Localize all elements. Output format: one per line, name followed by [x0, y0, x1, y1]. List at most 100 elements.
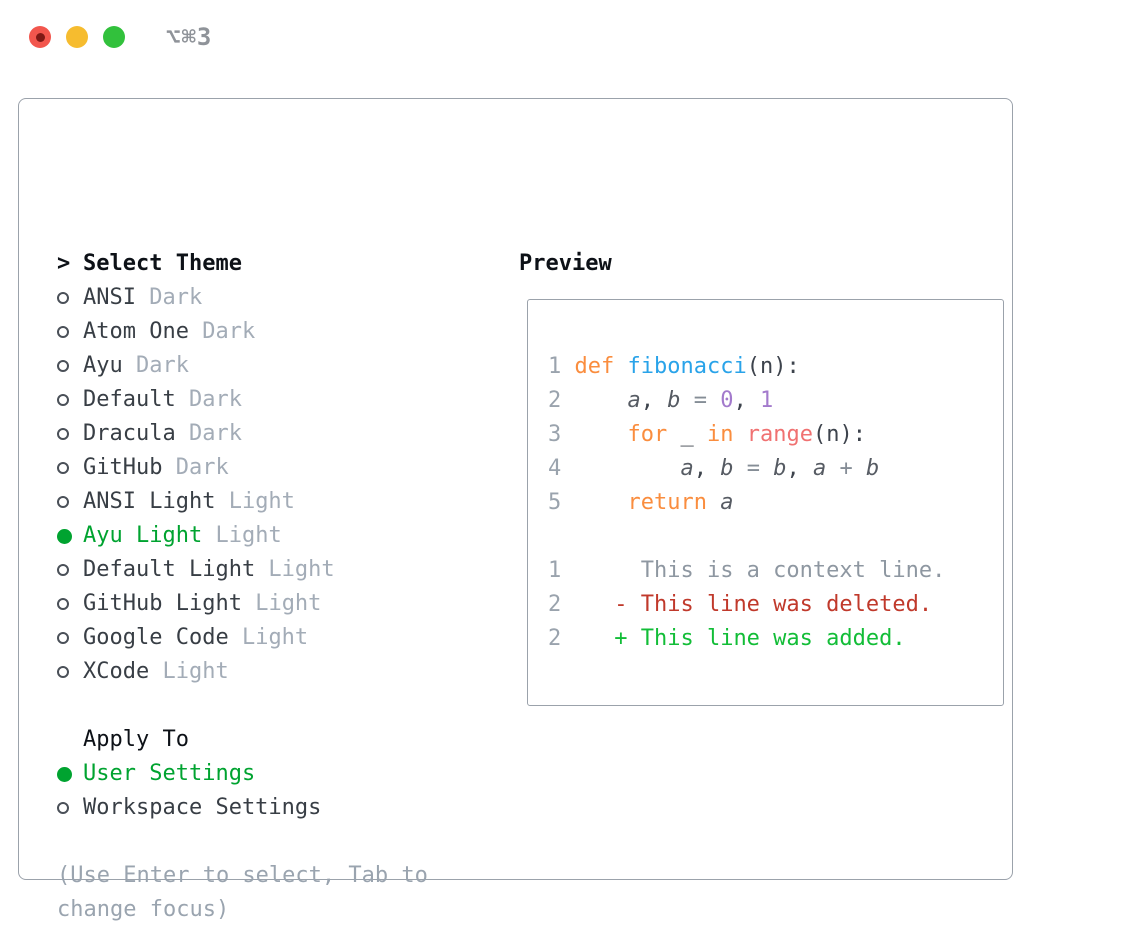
line-number: 2 — [548, 592, 575, 617]
radio-icon — [57, 666, 83, 678]
code-token: for — [627, 422, 668, 447]
code-token: b — [720, 456, 734, 481]
radio-icon — [57, 394, 83, 406]
code-token — [826, 456, 839, 481]
option-label: User Settings — [83, 761, 256, 786]
focus-caret-icon: > — [57, 251, 71, 276]
apply-option-user-settings[interactable]: User Settings — [57, 757, 428, 791]
code-token: a — [812, 456, 827, 481]
code-token: , — [786, 456, 813, 481]
option-label: Default — [83, 387, 176, 412]
line-number: 2 — [548, 388, 575, 413]
code-token: = — [693, 388, 707, 413]
code-line: 2 a, b = 0, 1 — [548, 384, 1003, 418]
code-token: a — [680, 456, 694, 481]
theme-item-github-dark[interactable]: GitHub Dark — [57, 451, 428, 485]
code-token — [853, 456, 866, 481]
option-label: Default Light — [83, 557, 256, 582]
code-token: , — [640, 388, 668, 413]
help-text-line1: (Use Enter to select, Tab to — [57, 863, 428, 888]
theme-item-ansi-dark[interactable]: ANSI Dark — [57, 281, 428, 315]
option-label: ANSI Light — [83, 489, 216, 514]
option-variant-label: Light — [202, 523, 282, 548]
option-variant-label: Dark — [175, 387, 242, 412]
radio-icon — [57, 564, 83, 576]
code-line: 1 def fibonacci(n): — [548, 350, 1003, 384]
theme-item-github-light-light[interactable]: GitHub Light Light — [57, 587, 428, 621]
theme-item-xcode-light[interactable]: XCode Light — [57, 655, 428, 689]
code-token: fibonacci — [627, 354, 747, 379]
radio-icon — [57, 428, 83, 440]
option-variant-label: Dark — [188, 319, 256, 344]
radio-icon — [57, 292, 83, 304]
help-text-line2: change focus) — [57, 897, 230, 922]
window-titlebar: ⌥⌘3 — [0, 0, 1140, 70]
code-token: = — [746, 456, 760, 481]
close-button-icon[interactable] — [29, 26, 51, 48]
code-token: b — [865, 456, 880, 481]
code-token: 0 — [720, 388, 734, 413]
code-token: - This line was deleted. — [574, 592, 933, 617]
gap — [57, 689, 428, 723]
code-token: a — [627, 388, 641, 413]
code-token: + This line was added. — [574, 626, 906, 651]
line-number: 3 — [548, 422, 575, 447]
theme-item-ayu-light-light[interactable]: Ayu Light Light — [57, 519, 428, 553]
option-label: Ayu Light — [83, 523, 203, 548]
code-line: 5 return a — [548, 486, 1003, 520]
theme-item-atom-one-dark[interactable]: Atom One Dark — [57, 315, 428, 349]
code-token: (n): — [812, 422, 866, 447]
option-variant-label: Light — [228, 625, 309, 650]
code-line: 2 - This line was deleted. — [548, 588, 1003, 622]
code-blank-line — [548, 520, 1003, 554]
code-token: a — [720, 490, 734, 515]
code-token: 1 — [759, 388, 774, 413]
theme-item-default-light-light[interactable]: Default Light Light — [57, 553, 428, 587]
radio-icon — [57, 632, 83, 644]
maximize-button-icon[interactable] — [103, 26, 125, 48]
line-number: 5 — [548, 490, 575, 515]
option-label: Atom One — [83, 319, 189, 344]
theme-item-google-code-light[interactable]: Google Code Light — [57, 621, 428, 655]
code-token — [707, 388, 720, 413]
theme-item-dracula-dark[interactable]: Dracula Dark — [57, 417, 428, 451]
code-line: 3 for _ in range(n): — [548, 418, 1003, 452]
code-token: return — [627, 490, 707, 515]
radio-icon — [57, 462, 83, 474]
theme-item-default-dark[interactable]: Default Dark — [57, 383, 428, 417]
option-label: Ayu — [83, 353, 123, 378]
gap — [57, 825, 428, 859]
code-line: 4 a, b = b, a + b — [548, 452, 1003, 486]
minimize-button-icon[interactable] — [66, 26, 88, 48]
radio-icon — [57, 802, 83, 814]
code-token — [680, 388, 693, 413]
code-token: (n): — [746, 354, 800, 379]
theme-list-header: Select Theme — [83, 251, 242, 276]
code-token — [760, 456, 773, 481]
code-token — [733, 422, 746, 447]
code-token — [614, 354, 627, 379]
option-label: GitHub — [83, 455, 163, 480]
apply-option-workspace-settings[interactable]: Workspace Settings — [57, 791, 428, 825]
code-token: , — [693, 456, 721, 481]
code-token: b — [773, 456, 787, 481]
option-variant-label: Light — [255, 557, 335, 582]
theme-list-header-row: > Select Theme — [57, 247, 428, 281]
code-token: _ — [667, 422, 707, 447]
code-token: b — [667, 388, 681, 413]
option-variant-label: Dark — [162, 455, 229, 480]
radio-selected-icon — [57, 528, 83, 544]
code-token — [575, 490, 628, 515]
line-number: 1 — [548, 558, 575, 583]
theme-item-ayu-dark[interactable]: Ayu Dark — [57, 349, 428, 383]
code-token: range — [746, 422, 813, 447]
theme-item-ansi-light-light[interactable]: ANSI Light Light — [57, 485, 428, 519]
code-line: 2 + This line was added. — [548, 622, 1003, 656]
code-line: 1 This is a context line. — [548, 554, 1003, 588]
code-token — [707, 490, 720, 515]
code-token — [733, 456, 746, 481]
option-variant-label: Dark — [135, 285, 203, 310]
